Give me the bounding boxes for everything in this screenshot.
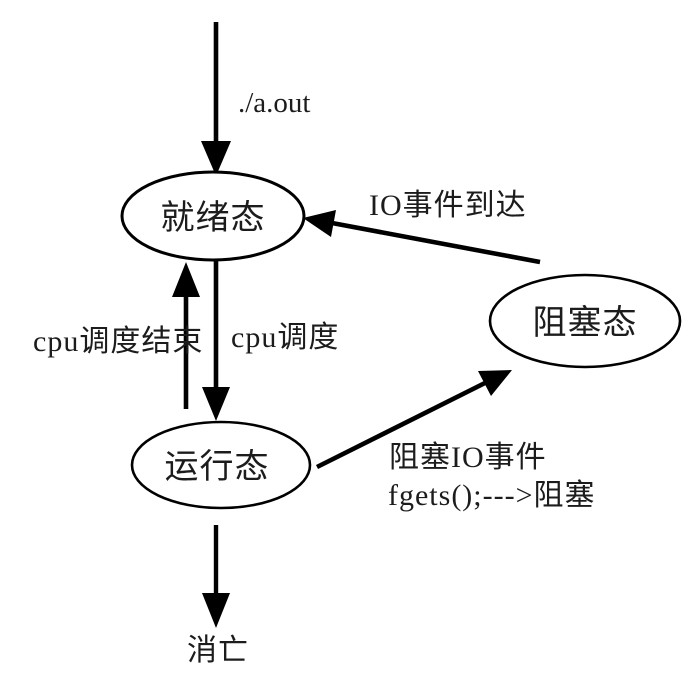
node-running-label: 运行态 [165,448,270,486]
edge-io-arrival-line [331,220,541,265]
edge-block-io-label-line1: 阻塞IO事件 [389,441,547,474]
edge-terminate-arrowhead-icon [202,593,230,628]
edge-launch-label: ./a.out [238,87,311,119]
edge-io-arrival-arrowhead-icon [303,210,336,237]
node-running-ellipse [130,420,312,510]
edge-cpu-schedule-end-arrowhead-icon [172,262,200,297]
edge-cpu-schedule-label: cpu调度 [231,321,339,354]
edge-io-arrival-label: IO事件到达 [369,189,527,222]
node-ready-ellipse [120,170,306,262]
node-ready-label: 就绪态 [161,199,266,237]
edge-terminate-label: 消亡 [187,634,249,667]
edge-block-io-label-line2: fgets();--->阻塞 [388,479,596,512]
node-blocked-label: 阻塞态 [533,304,638,342]
node-blocked-ellipse [488,273,682,369]
edge-block-io-arrowhead-icon [478,370,512,396]
edge-cpu-schedule-end-label: cpu调度结束 [33,325,203,358]
edge-block-io-line [315,379,489,470]
edge-cpu-schedule-arrowhead-icon [202,387,230,421]
edge-launch-arrowhead-icon [201,141,231,176]
